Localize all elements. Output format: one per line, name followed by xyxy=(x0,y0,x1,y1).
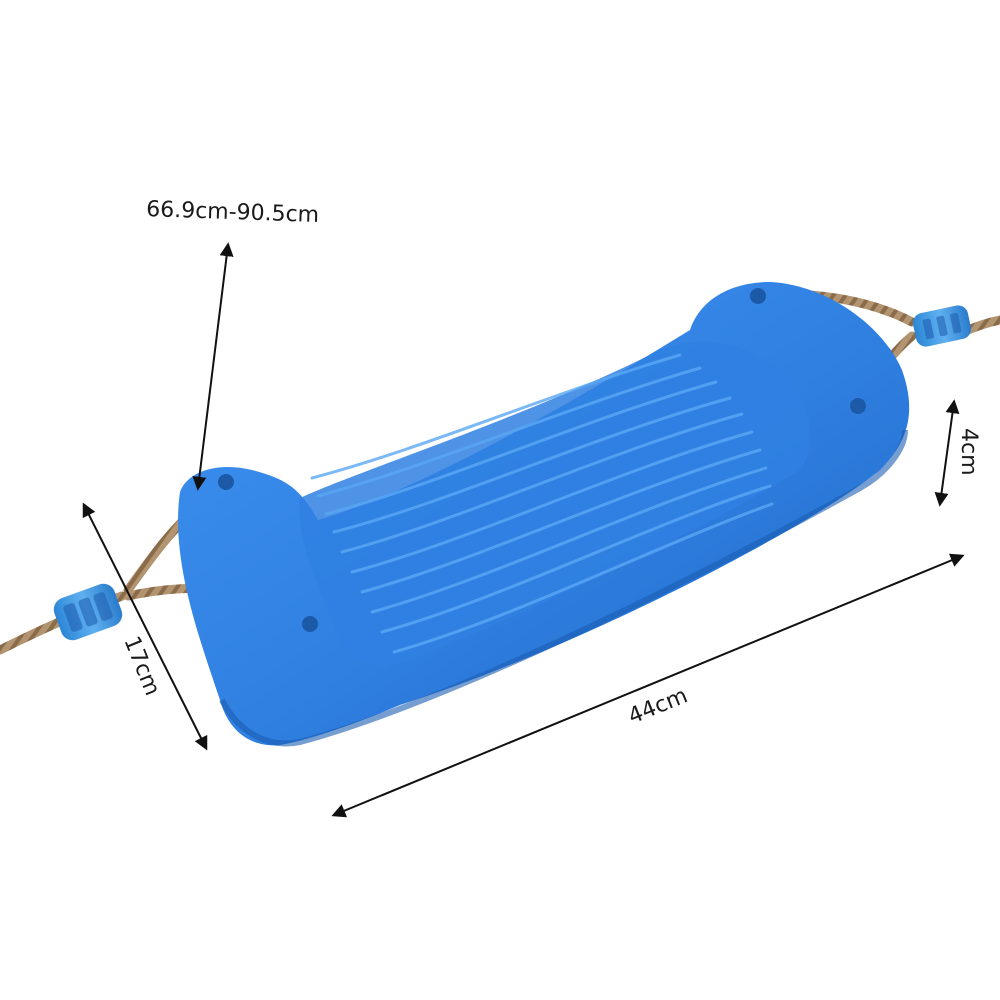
rope-hole-right-top xyxy=(750,288,766,304)
rope-right-outer xyxy=(963,315,1000,335)
arrow-seat-width xyxy=(82,502,208,751)
dimension-arrows xyxy=(82,242,965,818)
swing-seat-icon xyxy=(178,282,910,747)
label-seat-height: 4cm xyxy=(956,428,981,476)
rope-clamp-left-icon xyxy=(53,583,123,641)
rope-hole-left-bottom xyxy=(302,616,318,632)
rope-clamp-right-icon xyxy=(912,305,972,347)
rope-hole-right-bottom xyxy=(850,398,866,414)
arrow-seat-height xyxy=(934,399,960,507)
arrow-seat-length xyxy=(331,553,965,818)
label-rope-length: 66.9cm-90.5cm xyxy=(146,197,320,228)
label-seat-width: 17cm xyxy=(118,633,164,699)
arrow-rope-length xyxy=(192,242,234,491)
rope-hole-left-top xyxy=(218,474,234,490)
